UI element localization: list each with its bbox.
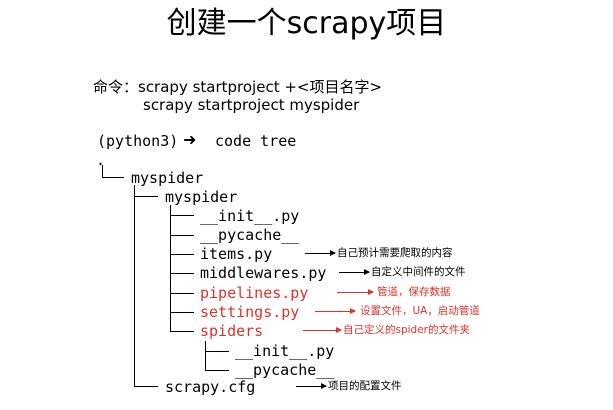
tree-file: __pycache__: [235, 361, 335, 379]
tree-connector: [205, 351, 229, 352]
tree-connector: [170, 254, 194, 255]
slide-title: 创建一个scrapy项目: [166, 6, 447, 41]
tree-file: middlewares.py: [200, 264, 327, 282]
annotation-arrow: [305, 250, 336, 256]
annotation-arrow: [339, 269, 370, 275]
tree-file: __pycache__: [200, 226, 300, 244]
tree-root: .: [96, 151, 106, 169]
shell-command: code tree: [215, 132, 297, 150]
tree-connector: [170, 205, 171, 331]
tree-file: items.py: [200, 245, 273, 263]
annotation-note: 设置文件，UA，启动管道: [360, 305, 480, 317]
tree-connector: [205, 370, 229, 371]
tree-file-highlight: settings.py: [200, 303, 300, 321]
tree-connector: [170, 235, 194, 236]
annotation-note: 管道，保存数据: [377, 286, 451, 298]
annotation-arrow: [303, 327, 342, 333]
tree-file: scrapy.cfg: [165, 378, 256, 396]
tree-file: __init__.py: [235, 342, 335, 360]
annotation-note: 自己定义的spider的文件夹: [343, 324, 470, 336]
tree-connector: [134, 386, 158, 387]
tree-connector: [134, 185, 135, 387]
command-syntax: 命令：scrapy startproject +<项目名字>: [93, 78, 383, 96]
annotation-arrow: [337, 289, 374, 295]
annotation-arrow: [296, 383, 327, 389]
shell-prompt: (python3): [97, 132, 179, 150]
annotation-arrow: [315, 308, 356, 314]
tree-file-highlight: pipelines.py: [200, 284, 309, 302]
tree-connector: [170, 331, 194, 332]
tree-file-highlight: spiders: [200, 322, 264, 340]
tree-connector: [134, 196, 158, 197]
tree-connector: [205, 341, 206, 371]
annotation-note: 自定义中间件的文件: [371, 266, 466, 278]
tree-connector: [170, 273, 194, 274]
tree-project-dir: myspider: [131, 169, 204, 187]
annotation-note: 自己预计需要爬取的内容: [337, 247, 453, 259]
command-example: scrapy startproject myspider: [143, 96, 360, 114]
tree-connector: [102, 165, 103, 178]
tree-package-dir: myspider: [165, 188, 238, 206]
tree-connector: [102, 177, 124, 178]
right-arrow-icon: ➜: [183, 130, 197, 149]
annotation-note: 项目的配置文件: [328, 380, 402, 392]
tree-connector: [170, 215, 194, 216]
tree-connector: [170, 312, 194, 313]
tree-file: __init__.py: [200, 207, 300, 225]
tree-connector: [170, 293, 194, 294]
